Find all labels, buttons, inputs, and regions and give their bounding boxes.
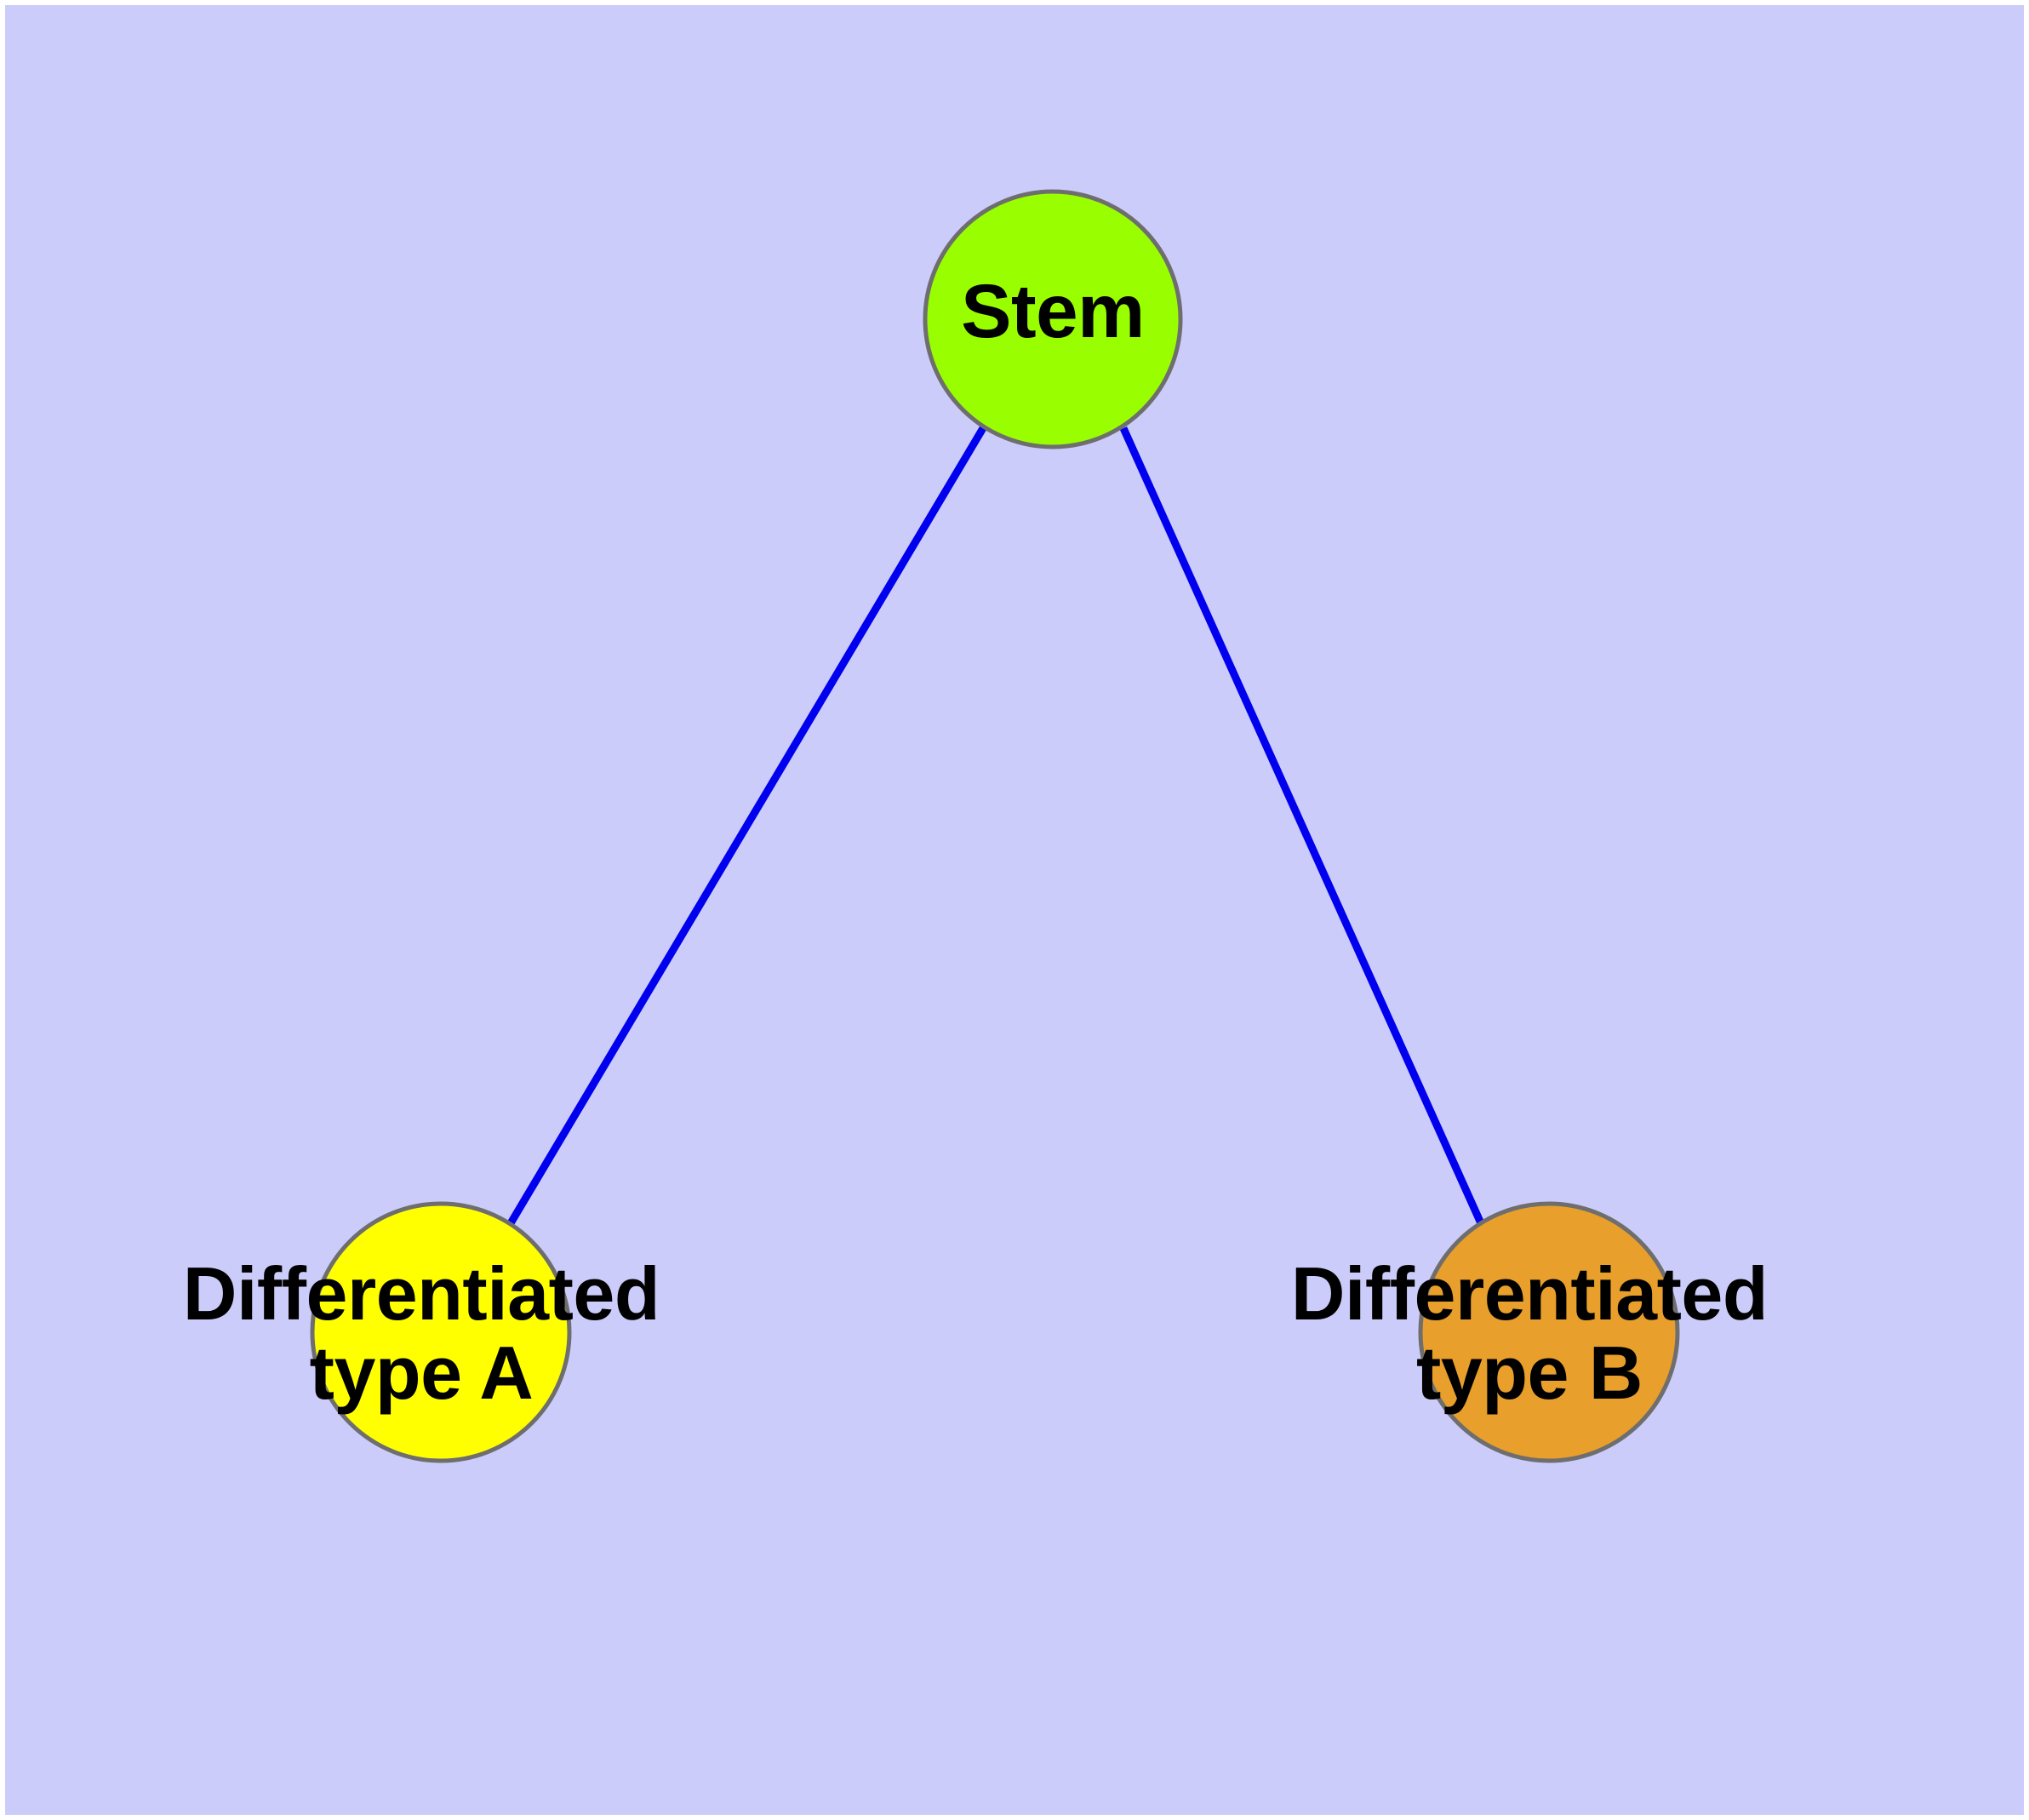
node-diff-a[interactable] <box>310 1201 572 1463</box>
edge-stem-to-diff-a[interactable] <box>507 426 986 1226</box>
edge-stem-to-diff-b[interactable] <box>1119 426 1485 1225</box>
node-diff-b[interactable] <box>1418 1201 1680 1463</box>
node-stem[interactable] <box>923 189 1183 449</box>
edge-layer <box>507 426 1485 1226</box>
node-layer <box>310 189 1680 1463</box>
